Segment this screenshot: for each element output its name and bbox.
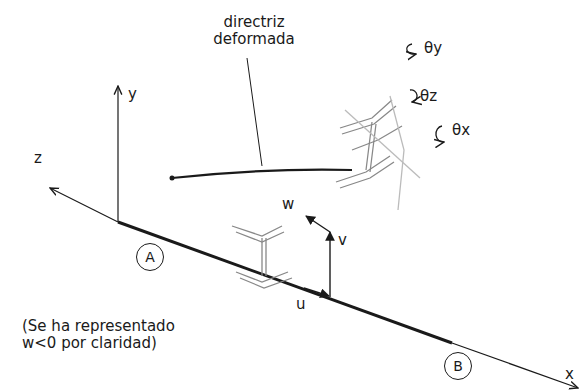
rotation-label: θz [420, 88, 437, 105]
support-letter: B [453, 359, 463, 373]
callout-note: directriz deformada [208, 14, 300, 49]
v-vector [329, 232, 330, 297]
axis-label: y [128, 86, 137, 103]
u-vector [304, 288, 329, 296]
x-axis [452, 343, 578, 388]
w-vector [306, 216, 330, 232]
support-circle: A [136, 243, 164, 271]
section-sketch [232, 226, 292, 288]
displacement-label: w [282, 196, 294, 213]
rotation-label: θx [452, 122, 470, 139]
z-axis [50, 188, 118, 222]
axis-label: x [565, 366, 574, 383]
support-letter: A [145, 250, 155, 264]
leader-line [247, 58, 262, 166]
rotation-symbol [407, 44, 444, 142]
axis-dot [170, 176, 175, 181]
deformed-axis [172, 170, 352, 178]
displacement-label: v [338, 232, 347, 249]
support-circle: B [444, 352, 472, 380]
displacement-label: u [296, 296, 306, 313]
rotation-label: θy [424, 40, 442, 57]
axis-label: z [34, 150, 42, 167]
y-axis [117, 86, 118, 222]
note-text: (Se ha representado w<0 por claridad) [22, 318, 202, 353]
rotated-section-sketch [336, 96, 420, 210]
